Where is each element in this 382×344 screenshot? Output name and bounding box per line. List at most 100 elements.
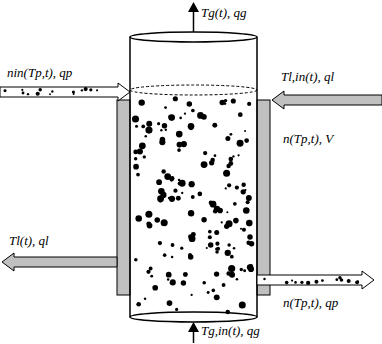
particle [171, 243, 175, 247]
particle [355, 280, 359, 284]
particle [132, 116, 139, 123]
particle [206, 247, 208, 249]
particle [188, 234, 193, 239]
particle [157, 122, 160, 125]
particle [207, 291, 210, 294]
particle [162, 123, 167, 128]
particle [225, 250, 231, 256]
particle [188, 123, 195, 130]
particle [225, 136, 230, 141]
particle [137, 148, 143, 154]
particle [161, 169, 165, 173]
particle [156, 179, 162, 185]
particle [49, 93, 51, 95]
particle [135, 125, 138, 128]
particle [235, 185, 239, 189]
particle [244, 138, 249, 143]
particle [21, 89, 23, 91]
particle [38, 88, 41, 91]
particle [178, 179, 181, 182]
particle [161, 219, 168, 226]
particle [169, 178, 173, 182]
particle [73, 93, 75, 95]
coolant-outlet-label: Tl(t), ql [8, 234, 50, 248]
particle [291, 280, 293, 282]
particle [170, 279, 176, 285]
particle [215, 247, 218, 250]
particle [89, 88, 92, 91]
arrow-head [188, 2, 199, 12]
particle [150, 275, 153, 278]
particle [191, 109, 195, 113]
particle [321, 279, 324, 282]
particle [173, 96, 178, 101]
particles [132, 96, 254, 314]
particle [228, 157, 233, 162]
particle [136, 173, 140, 177]
particle [243, 269, 246, 272]
particle [160, 137, 165, 142]
coolant-outlet-arrow [2, 253, 117, 271]
particle [246, 200, 250, 204]
particle [233, 202, 237, 206]
particle [225, 187, 227, 189]
particle [190, 294, 192, 296]
particle [176, 131, 183, 138]
particle [143, 155, 146, 158]
particle [165, 129, 167, 131]
particle [240, 228, 242, 230]
particle [146, 121, 152, 127]
vessel-wall [129, 37, 131, 317]
particle [208, 242, 213, 247]
particle [175, 308, 178, 311]
particle [157, 195, 164, 202]
particle [160, 129, 162, 131]
particle [237, 140, 244, 147]
particle [212, 289, 216, 293]
particle [215, 250, 218, 253]
particle [84, 87, 88, 91]
particle [147, 223, 153, 229]
particle [247, 102, 251, 106]
particle [246, 220, 253, 227]
particle [170, 176, 175, 181]
particle [247, 234, 252, 239]
particle [36, 92, 40, 96]
particle [238, 112, 243, 117]
particle [179, 180, 186, 187]
particle-inlet-arrow [0, 83, 130, 101]
arrow-head [188, 322, 199, 332]
particle [168, 115, 172, 119]
particle [210, 158, 215, 163]
particle [152, 285, 158, 291]
particle [244, 130, 246, 132]
particle [306, 281, 310, 285]
particle [217, 208, 223, 214]
particle [179, 117, 182, 120]
gas-inlet-label: Tg,in(t), qg [200, 324, 261, 338]
particle [212, 123, 217, 128]
particle [232, 155, 234, 157]
particle [294, 281, 297, 284]
particle [208, 230, 212, 234]
particle [202, 281, 206, 285]
particle [241, 183, 245, 187]
gas-outlet-label: Tg(t), qg [200, 6, 248, 20]
particle [214, 154, 217, 157]
particle [225, 310, 230, 315]
particle [155, 217, 160, 222]
particle [214, 294, 220, 300]
particle [144, 135, 147, 138]
particle [177, 142, 183, 148]
particle [225, 220, 232, 227]
particle [214, 230, 219, 235]
particle [168, 114, 175, 121]
particle [335, 278, 338, 281]
particle [228, 265, 235, 272]
particle [201, 217, 206, 222]
particle [224, 99, 227, 102]
particle [183, 272, 188, 277]
particle [51, 90, 53, 92]
